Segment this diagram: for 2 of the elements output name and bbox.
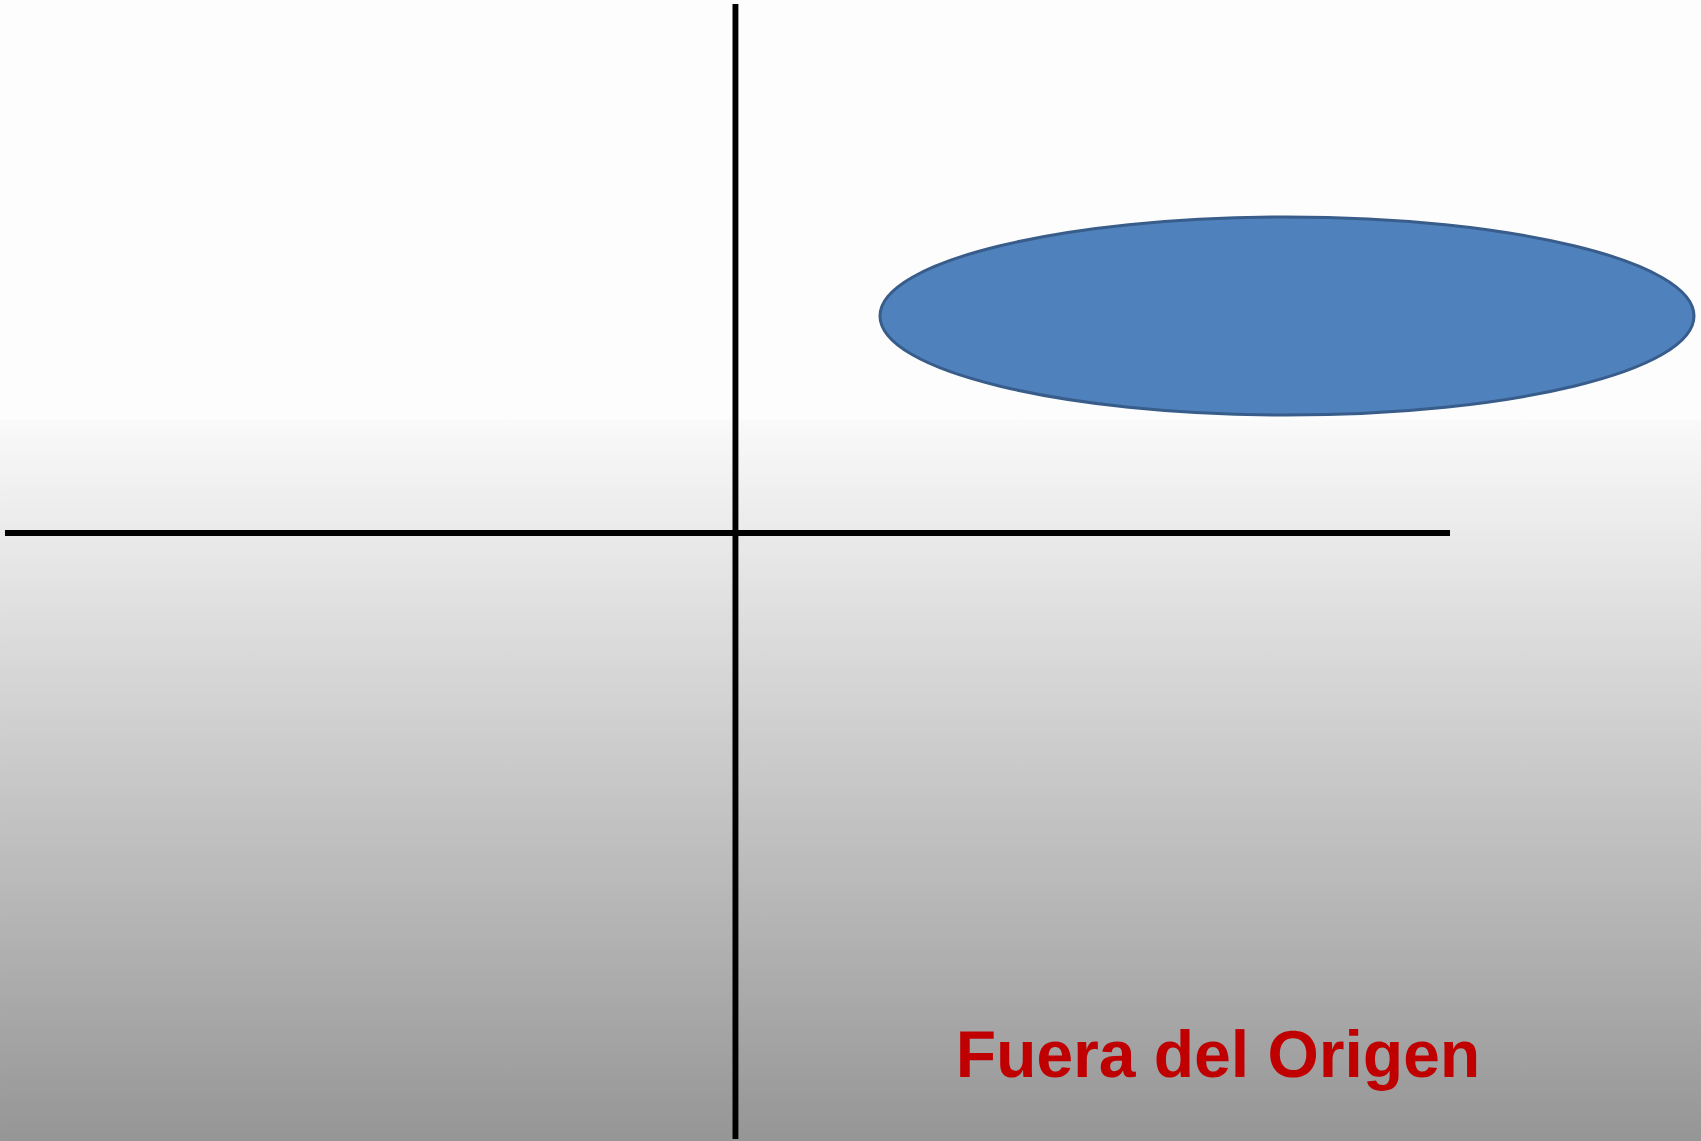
ellipse-shape <box>878 215 1696 417</box>
caption-text: Fuera del Origen <box>960 1029 1477 1091</box>
